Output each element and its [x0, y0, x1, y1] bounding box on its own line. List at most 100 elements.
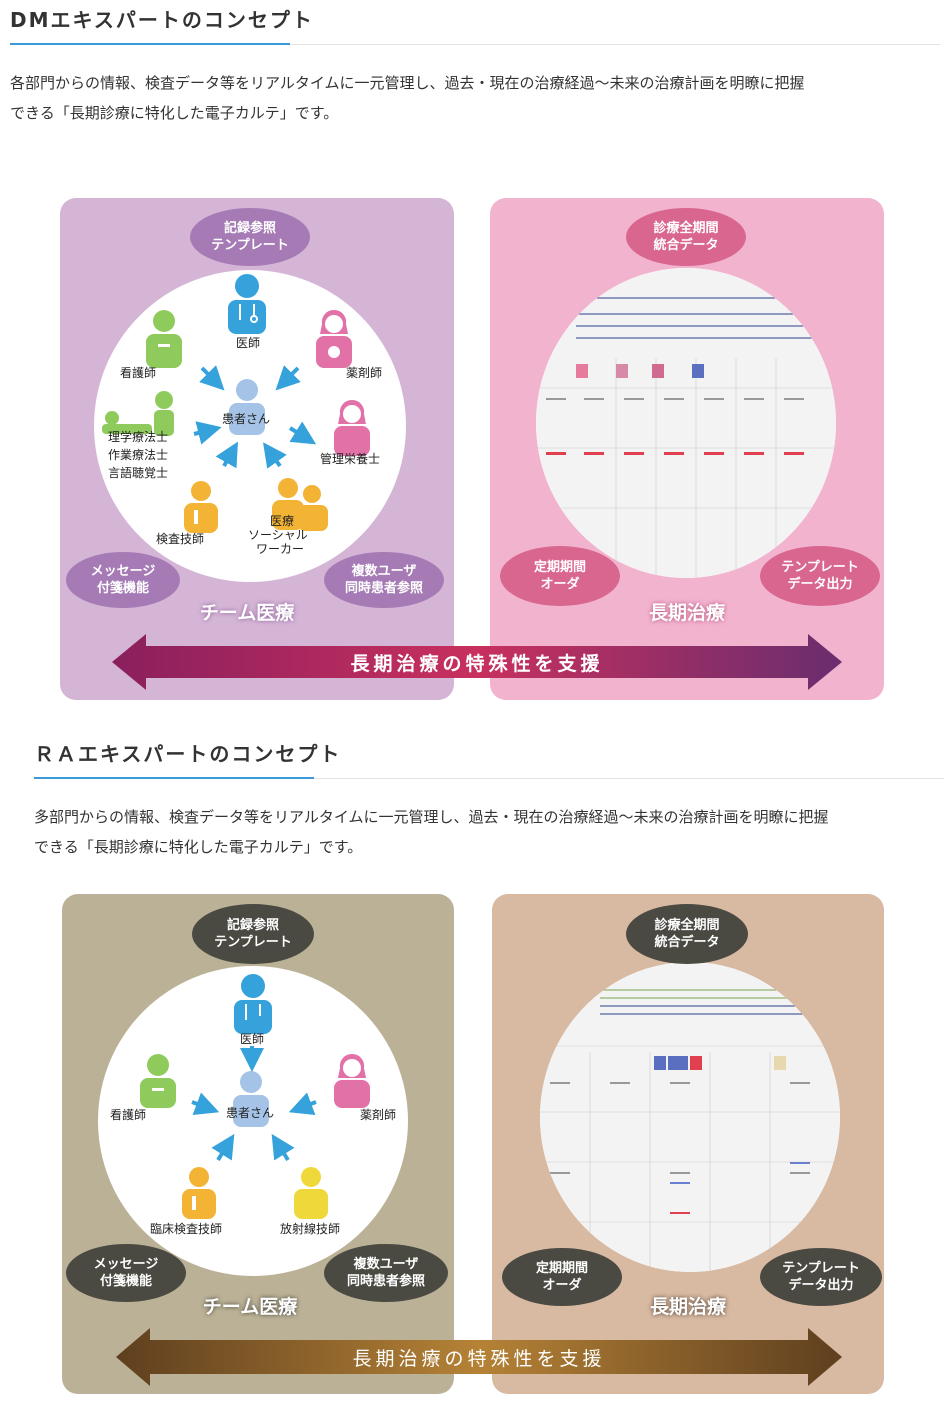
ra-bubble-text: 複数ユーザ — [353, 1257, 419, 1272]
dm-team-panel: 医師 看護師 薬剤師 患者さん 理学療法士 作業療法士 言語聴覚士 管理栄養士 — [60, 198, 454, 700]
dm-record-template-bubble: 記録参照テンプレート — [190, 208, 310, 266]
doctor-label: 医師 — [240, 1032, 265, 1046]
radiology-technician-icon — [294, 1167, 328, 1219]
dm-bubble-text: 定期期間 — [533, 560, 586, 575]
ra-longterm-title: 長期治療 — [649, 1296, 726, 1318]
team-arrows — [193, 365, 317, 469]
dm-bubble-text: 診療全期間 — [653, 221, 719, 236]
dm-section-title: DMエキスパートのコンセプト — [10, 8, 314, 32]
dm-bubble-text: 複数ユーザ — [351, 564, 417, 579]
dietitian-label: 管理栄養士 — [320, 452, 381, 466]
dm-description-line2: できる「長期診療に特化した電子カルテ」です。 — [10, 104, 339, 122]
dm-banner-arrow — [112, 634, 842, 690]
patient-label: 患者さん — [222, 412, 271, 426]
social-worker-label-1: 医療 — [270, 514, 295, 528]
dm-bubble-text: 同時患者参照 — [344, 581, 423, 596]
pharmacist-label: 薬剤師 — [360, 1108, 397, 1122]
ra-bubble-text: 同時患者参照 — [346, 1274, 425, 1289]
ra-support-banner: 長期治療の特殊性を支援 — [116, 1328, 842, 1386]
dm-bubble-text: 統合データ — [653, 238, 719, 253]
ra-record-template-bubble: 記録参照テンプレート — [192, 904, 314, 964]
ra-bubble-text: 統合データ — [654, 935, 720, 950]
pharmacist-icon — [316, 309, 352, 368]
dm-integrated-data-bubble: 診療全期間統合データ — [626, 208, 746, 266]
dm-chart-sheet — [536, 268, 836, 578]
patient-icon — [233, 1071, 269, 1127]
patient-icon — [229, 379, 265, 435]
ra-longterm-panel: 診療全期間統合データ 定期期間オーダ テンプレートデータ出力 長期治療 — [492, 894, 884, 1394]
nurse-icon — [140, 1054, 176, 1108]
ra-chart-sheet — [540, 962, 840, 1272]
ra-banner-text: 長期治療の特殊性を支援 — [352, 1347, 606, 1370]
dm-message-bubble: メッセージ付箋機能 — [66, 552, 180, 608]
doctor-icon — [228, 274, 266, 334]
dm-bubble-text: 記録参照 — [223, 221, 276, 236]
therapist-label-2: 作業療法士 — [108, 448, 169, 462]
ra-bubble-text: データ出力 — [788, 1278, 854, 1293]
therapist-label-3: 言語聴覚士 — [108, 466, 169, 480]
therapist-icon — [102, 391, 174, 436]
ra-bubble-text: 付箋機能 — [99, 1274, 152, 1289]
ra-title-divider — [34, 777, 944, 779]
patient-label: 患者さん — [226, 1106, 275, 1120]
doctor-icon — [234, 974, 272, 1034]
social-worker-label-2: ソーシャル — [248, 528, 308, 542]
ra-team-panel: 医師 看護師 薬剤師 患者さん 臨床検査技師 放射線技師 — [62, 894, 454, 1394]
ra-bubble-text: オーダ — [542, 1278, 582, 1293]
dm-bubble-text: 付箋機能 — [96, 581, 149, 596]
nurse-label: 看護師 — [110, 1108, 147, 1122]
ra-description-line2: できる「長期診療に特化した電子カルテ」です。 — [34, 838, 363, 856]
ra-description-line1: 多部門からの情報、検査データ等をリアルタイムに一元管理し、過去・現在の治療経過～… — [34, 808, 829, 826]
lab-technician-label: 臨床検査技師 — [150, 1222, 223, 1236]
radiology-technician-label: 放射線技師 — [280, 1222, 341, 1236]
dm-data-circle — [536, 268, 836, 578]
nurse-label: 看護師 — [120, 366, 157, 380]
pharmacist-label: 薬剤師 — [346, 366, 383, 380]
ra-bubble-text: テンプレート — [782, 1261, 860, 1276]
dm-support-banner: 長期治療の特殊性を支援 — [112, 634, 842, 690]
ra-team-circle: 医師 看護師 薬剤師 患者さん 臨床検査技師 放射線技師 — [98, 966, 408, 1276]
dm-bubble-text: テンプレート — [211, 238, 289, 253]
doctor-label: 医師 — [236, 336, 261, 350]
ra-template-output-bubble: テンプレートデータ出力 — [760, 1248, 882, 1306]
dm-team-title: チーム医療 — [199, 602, 295, 624]
dm-bubble-text: メッセージ — [90, 564, 156, 579]
therapist-label-1: 理学療法士 — [108, 430, 169, 444]
pharmacist-icon — [334, 1053, 370, 1108]
dm-sheet-grid — [536, 297, 836, 578]
ra-multiuser-bubble: 複数ユーザ同時患者参照 — [324, 1244, 448, 1302]
ra-section-title: ＲＡエキスパートのコンセプト — [34, 742, 342, 766]
dm-team-circle: 医師 看護師 薬剤師 患者さん 理学療法士 作業療法士 言語聴覚士 管理栄養士 — [94, 270, 406, 582]
dm-description-line1: 各部門からの情報、検査データ等をリアルタイムに一元管理し、過去・現在の治療経過～… — [10, 74, 805, 92]
dm-template-output-bubble: テンプレートデータ出力 — [760, 546, 880, 606]
dm-banner-text: 長期治療の特殊性を支援 — [350, 652, 604, 675]
ra-period-order-bubble: 定期期間オーダ — [502, 1248, 622, 1306]
ra-sheet-grid — [540, 989, 840, 1272]
dm-longterm-panel: 診療全期間統合データ 定期期間オーダ テンプレートデータ出力 長期治療 — [490, 198, 884, 700]
ra-data-circle — [540, 962, 840, 1272]
ra-integrated-data-bubble: 診療全期間統合データ — [626, 904, 748, 964]
dm-bubble-text: データ出力 — [787, 577, 853, 592]
ra-bubble-text: テンプレート — [214, 935, 292, 950]
ra-bubble-text: 定期期間 — [535, 1261, 588, 1276]
social-worker-icon — [272, 478, 328, 531]
ra-bubble-text: 記録参照 — [226, 918, 279, 933]
lab-technician-icon — [184, 481, 218, 533]
dm-period-order-bubble: 定期期間オーダ — [500, 546, 620, 606]
ra-team-title: チーム医療 — [202, 1296, 298, 1318]
dm-bubble-text: オーダ — [540, 577, 580, 592]
team-arrows — [191, 1046, 317, 1162]
lab-technician-icon — [182, 1167, 216, 1219]
dietitian-icon — [334, 399, 370, 456]
ra-bubble-text: 診療全期間 — [654, 918, 720, 933]
dm-description: 各部門からの情報、検査データ等をリアルタイムに一元管理し、過去・現在の治療経過～… — [10, 68, 945, 128]
dm-longterm-title: 長期治療 — [648, 602, 725, 624]
ra-bubble-text: メッセージ — [93, 1257, 159, 1272]
dm-bubble-text: テンプレート — [781, 560, 859, 575]
ra-banner-arrow — [116, 1328, 842, 1386]
social-worker-label-3: ワーカー — [256, 542, 305, 556]
ra-description: 多部門からの情報、検査データ等をリアルタイムに一元管理し、過去・現在の治療経過～… — [34, 802, 946, 862]
nurse-icon — [146, 310, 182, 368]
dm-multiuser-bubble: 複数ユーザ同時患者参照 — [324, 552, 444, 608]
dm-title-divider — [10, 43, 940, 45]
